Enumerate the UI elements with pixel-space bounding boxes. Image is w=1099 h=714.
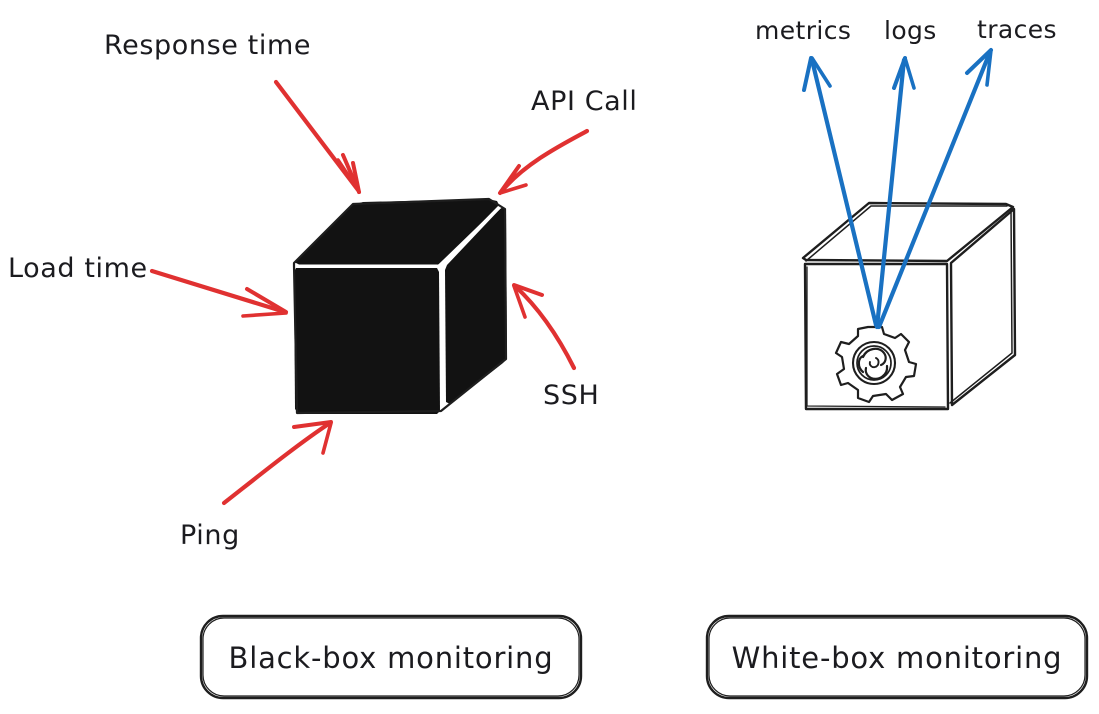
arrow-load-time [149,268,288,318]
black-box-cube [292,197,508,415]
label-response-time: Response time [104,30,311,61]
arrow-ping [221,420,333,506]
arrow-response-time [273,79,361,194]
black-cube-front-face [294,268,440,414]
arrow-logs [874,56,916,330]
gear-icon [834,325,918,404]
arrow-api-call [498,128,590,195]
label-logs: logs [884,16,937,45]
white-cube-top-face [801,201,1015,263]
caption-box-black-box[interactable]: Black-box monitoring [199,614,583,700]
caption-white-box-label: White-box monitoring [732,641,1063,675]
label-load-time: Load time [8,253,148,284]
white-cube-front-face [803,262,950,411]
white-cube-sketch-overlay-top [805,205,1008,262]
caption-box-white-box-outline [705,614,1089,700]
label-ping: Ping [180,520,240,551]
label-api-call: API Call [531,86,638,117]
white-cube-sketch-overlay-front [806,266,946,408]
black-cube-seam-front-right [440,265,445,412]
arrow-traces [876,48,993,330]
caption-box-white-box[interactable]: White-box monitoring [705,614,1089,700]
white-cube-right-face [949,207,1017,407]
black-cube-right-face [445,207,507,404]
white-cube-sketch-overlay-right [949,209,1013,404]
label-metrics: metrics [755,16,851,45]
caption-box-black-box-outline [199,614,583,700]
label-ssh: SSH [543,380,599,411]
caption-box-white-box-outline-sketch [708,617,1086,697]
caption-box-black-box-outline-sketch [202,617,580,697]
caption-black-box-label: Black-box monitoring [229,641,554,675]
black-cube-seam-top-right [438,205,502,267]
black-cube-top-face [294,199,499,265]
arrow-ssh [512,283,577,371]
white-box-cube [801,201,1017,411]
arrow-metrics [802,56,879,328]
label-traces: traces [977,15,1057,44]
black-cube-outline [292,197,508,415]
